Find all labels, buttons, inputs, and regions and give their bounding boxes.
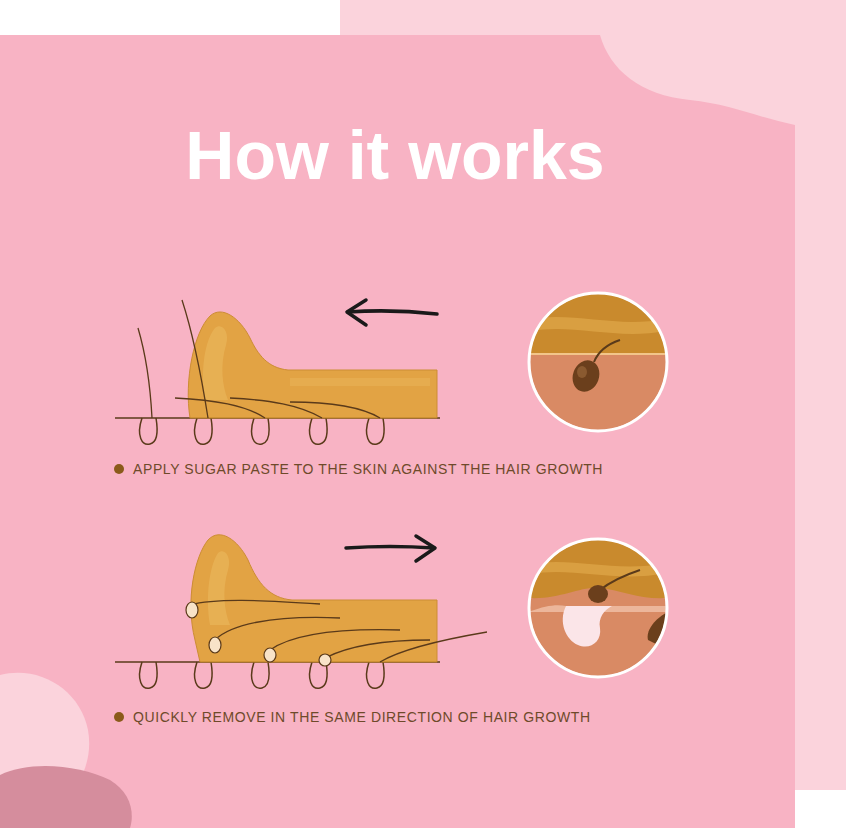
main-panel bbox=[0, 35, 795, 828]
step-caption: QUICKLY REMOVE IN THE SAME DIRECTION OF … bbox=[133, 708, 591, 726]
step-two-figure bbox=[115, 535, 487, 688]
blob bbox=[600, 35, 795, 125]
step-caption: APPLY SUGAR PASTE TO THE SKIN AGAINST TH… bbox=[133, 460, 603, 478]
bullet bbox=[114, 464, 124, 474]
blob bbox=[0, 766, 132, 828]
title: How it works bbox=[0, 118, 790, 193]
step-two-zoom bbox=[528, 538, 668, 678]
step-one-zoom bbox=[528, 292, 668, 432]
bullet bbox=[114, 712, 124, 722]
zoom-ring bbox=[529, 539, 667, 677]
step-one-figure bbox=[115, 300, 440, 444]
zoom-ring bbox=[529, 293, 667, 431]
